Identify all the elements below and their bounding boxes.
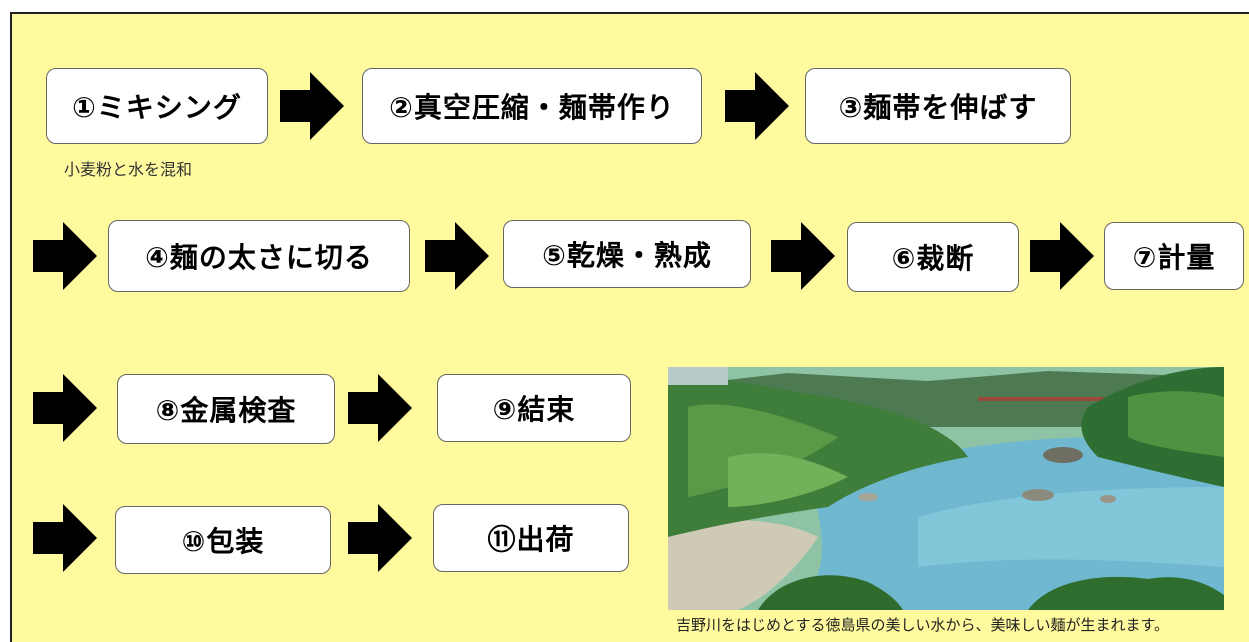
- step-bundling: ⑨結束: [437, 374, 631, 442]
- step-cutting: ⑥裁断: [847, 222, 1019, 292]
- step-stretch-sheet: ③麺帯を伸ばす: [805, 68, 1071, 144]
- right-arrow-icon: [771, 222, 835, 290]
- right-arrow-icon: [33, 374, 97, 442]
- right-arrow-icon: [33, 504, 97, 572]
- photo-caption: 吉野川をはじめとする徳島県の美しい水から、美味しい麺が生まれます。: [676, 616, 1170, 634]
- step-weighing: ⑦計量: [1104, 222, 1244, 290]
- right-arrow-icon: [280, 72, 344, 140]
- river-photo: [668, 367, 1224, 610]
- mixing-note: 小麦粉と水を混和: [64, 160, 193, 179]
- right-arrow-icon: [425, 222, 489, 290]
- right-arrow-icon: [348, 374, 412, 442]
- right-arrow-icon: [1030, 222, 1094, 290]
- step-shipping: ⑪出荷: [433, 504, 629, 572]
- step-drying-aging: ⑤乾燥・熟成: [503, 220, 751, 288]
- right-arrow-icon: [725, 72, 789, 140]
- right-arrow-icon: [33, 222, 97, 290]
- step-metal-inspection: ⑧金属検査: [117, 374, 335, 444]
- step-mixing: ①ミキシング: [46, 68, 268, 144]
- step-packaging: ⑩包装: [115, 506, 331, 574]
- step-cut-width: ④麺の太さに切る: [108, 220, 410, 292]
- step-vacuum-compression: ②真空圧縮・麺帯作り: [362, 68, 702, 144]
- right-arrow-icon: [348, 504, 412, 572]
